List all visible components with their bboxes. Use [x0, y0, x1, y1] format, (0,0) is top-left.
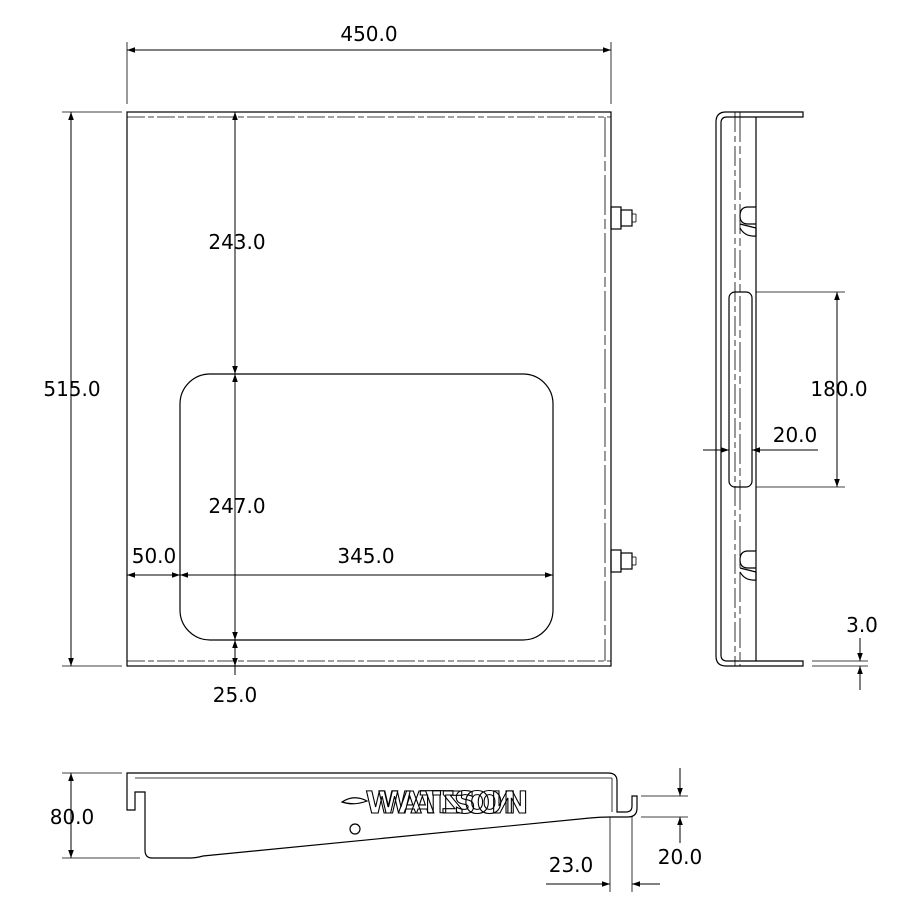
dim-bottom-margin-label: 25.0 [213, 683, 258, 707]
side-slot-cutout [728, 291, 753, 488]
dim-width-label: 450.0 [340, 22, 397, 46]
bottom-view: NOZTAW WATSON 80.0 20.0 23.0 [50, 768, 703, 892]
logo-text: WATSON [378, 786, 529, 821]
dim-top-to-window-label: 243.0 [208, 230, 265, 254]
side-view: 180.0 20.0 3.0 [703, 111, 878, 690]
front-tab-upper [610, 206, 637, 230]
front-tab-lower [610, 549, 637, 573]
dim-thickness-label: 3.0 [846, 613, 878, 637]
dim-slot-width-label: 20.0 [773, 423, 818, 447]
dim-lip-width-label: 23.0 [549, 853, 594, 877]
bracket-hole [349, 823, 361, 835]
dim-lip-height-label: 20.0 [658, 845, 703, 869]
front-window-cutout [179, 373, 554, 641]
side-channel-outline [715, 111, 804, 667]
dim-height-label: 515.0 [43, 377, 100, 401]
dim-window-height-label: 247.0 [208, 494, 265, 518]
dim-slot-height-label: 180.0 [810, 377, 867, 401]
logo-mirrored-text: NOZTAW [365, 786, 516, 821]
front-view: 450.0 515.0 243.0 247.0 25.0 50.0 345.0 [43, 22, 637, 707]
logo-swoosh-icon [340, 797, 369, 805]
side-tab-lower [739, 550, 757, 581]
dim-window-width-label: 345.0 [337, 544, 394, 568]
side-tab-upper [739, 206, 757, 237]
front-plate-outline [126, 111, 612, 667]
dim-left-margin-label: 50.0 [132, 544, 177, 568]
dim-bracket-height-label: 80.0 [50, 805, 95, 829]
